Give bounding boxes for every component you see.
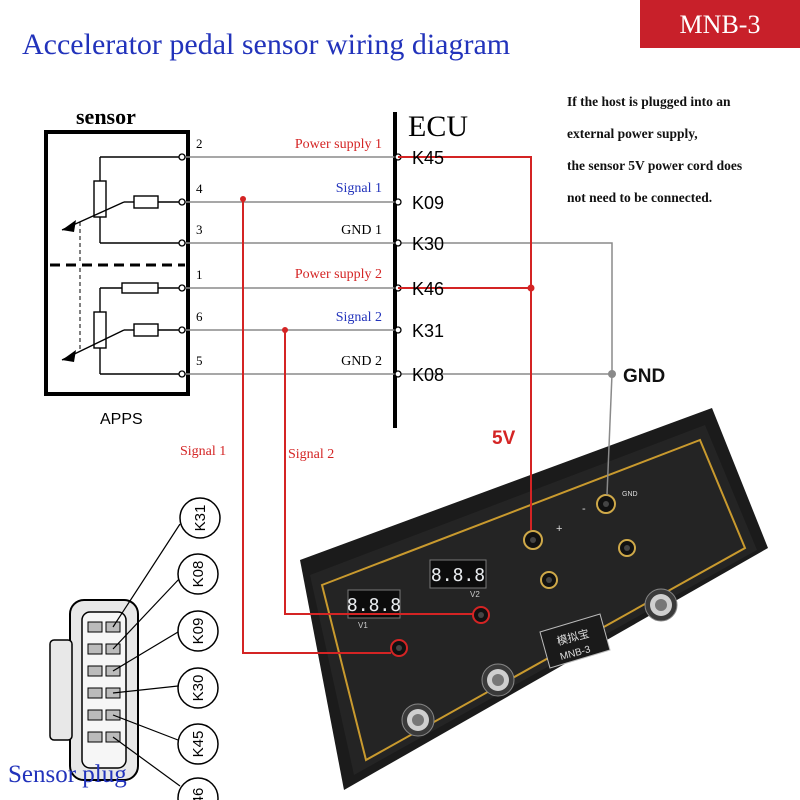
- plug-pin-label: K09: [190, 618, 207, 645]
- plug-pin-circle: [177, 723, 219, 765]
- wire-label: GND 2: [341, 354, 382, 369]
- signal2-junction: [282, 327, 288, 333]
- ecu-terminal: K45: [412, 148, 444, 168]
- wire-label: Power supply 2: [295, 267, 382, 282]
- plug-pin-label: K30: [190, 675, 207, 702]
- sensor-plug: [49, 523, 181, 787]
- red-wires: [242, 156, 532, 654]
- display-v2: 8.8.8 V2: [429, 559, 487, 599]
- signal2-label: Signal 2: [288, 447, 334, 462]
- jack-v2-signal[interactable]: [472, 606, 490, 624]
- knob-v2[interactable]: [481, 663, 515, 697]
- sensor-ecu-wires: [182, 156, 613, 496]
- jack-v1-signal[interactable]: [390, 639, 408, 657]
- svg-text:V2: V2: [470, 590, 480, 599]
- plug-pin-circle: [179, 497, 221, 539]
- svg-text:not need to be connected.: not need to be connected.: [567, 190, 712, 205]
- ecu-terminal: K30: [412, 234, 444, 254]
- jack-output-1[interactable]: [540, 571, 558, 589]
- pin-nodes: [178, 153, 402, 378]
- svg-text:-: -: [582, 503, 586, 515]
- sensor-title: sensor: [76, 104, 136, 129]
- sensor-box: [44, 130, 190, 396]
- plug-pin-circle: [177, 777, 219, 800]
- 5v-junction: [527, 284, 535, 292]
- plug-pin-label: K08: [190, 561, 207, 588]
- ecu-terminal: K08: [412, 365, 444, 385]
- brand-plate: 模拟宝 MNB-3: [539, 613, 611, 669]
- pin-label: 6: [196, 309, 203, 324]
- model-badge: MNB-3: [640, 0, 800, 48]
- svg-text:GND: GND: [622, 491, 638, 498]
- ecu-title: ECU: [408, 110, 468, 143]
- svg-text:8.8.8: 8.8.8: [431, 565, 485, 586]
- wire-label: GND 1: [341, 223, 382, 238]
- plug-pin-label: K31: [192, 505, 209, 532]
- simulator-device: 8.8.8 V1 8.8.8 V2 模拟宝 MNB-3 + - GND: [300, 408, 768, 790]
- pin-label: 5: [196, 353, 203, 368]
- svg-text:V1: V1: [358, 621, 368, 630]
- svg-text:+: +: [556, 523, 562, 535]
- pin-label: 2: [196, 136, 203, 151]
- wire-label: Signal 2: [336, 310, 382, 325]
- jack-plus[interactable]: +: [523, 523, 562, 550]
- pin-label: 4: [196, 181, 203, 196]
- knob-v1[interactable]: [401, 703, 435, 737]
- gnd-junction: [608, 370, 616, 378]
- signal1-junction: [240, 196, 246, 202]
- jack-gnd[interactable]: - GND: [582, 491, 638, 515]
- svg-text:external power supply,: external power supply,: [567, 126, 698, 141]
- plug-pin-label: K45: [190, 731, 207, 758]
- ecu-terminal: K09: [412, 193, 444, 213]
- svg-text:8.8.8: 8.8.8: [347, 595, 401, 616]
- svg-text:If the host is plugged into an: If the host is plugged into an: [567, 94, 731, 109]
- plug-pin-circle: [177, 667, 219, 709]
- five-v-label: 5V: [492, 428, 516, 449]
- page-title: Accelerator pedal sensor wiring diagram: [22, 28, 510, 61]
- svg-text:MNB-3: MNB-3: [680, 10, 761, 39]
- pin-label: 3: [196, 222, 203, 237]
- sensor-plug-title: Sensor plug: [8, 761, 127, 788]
- power-note: If the host is plugged into an external …: [567, 94, 742, 205]
- plug-pin-circle: [177, 553, 219, 595]
- gnd-label: GND: [623, 366, 665, 387]
- plug-pin-circle: [177, 610, 219, 652]
- wire-label: Signal 1: [336, 181, 382, 196]
- wire-label: Power supply 1: [295, 137, 382, 152]
- pin-label: 1: [196, 267, 203, 282]
- svg-text:the sensor 5V power cord does: the sensor 5V power cord does: [567, 158, 742, 173]
- knob-v3[interactable]: [644, 588, 678, 622]
- ecu-terminal: K31: [412, 321, 444, 341]
- plug-pin-label: 46: [190, 788, 207, 800]
- ecu-terminal: K46: [412, 279, 444, 299]
- sensor-caption: APPS: [100, 411, 143, 428]
- signal1-label: Signal 1: [180, 444, 226, 459]
- jack-output-2[interactable]: [618, 539, 636, 557]
